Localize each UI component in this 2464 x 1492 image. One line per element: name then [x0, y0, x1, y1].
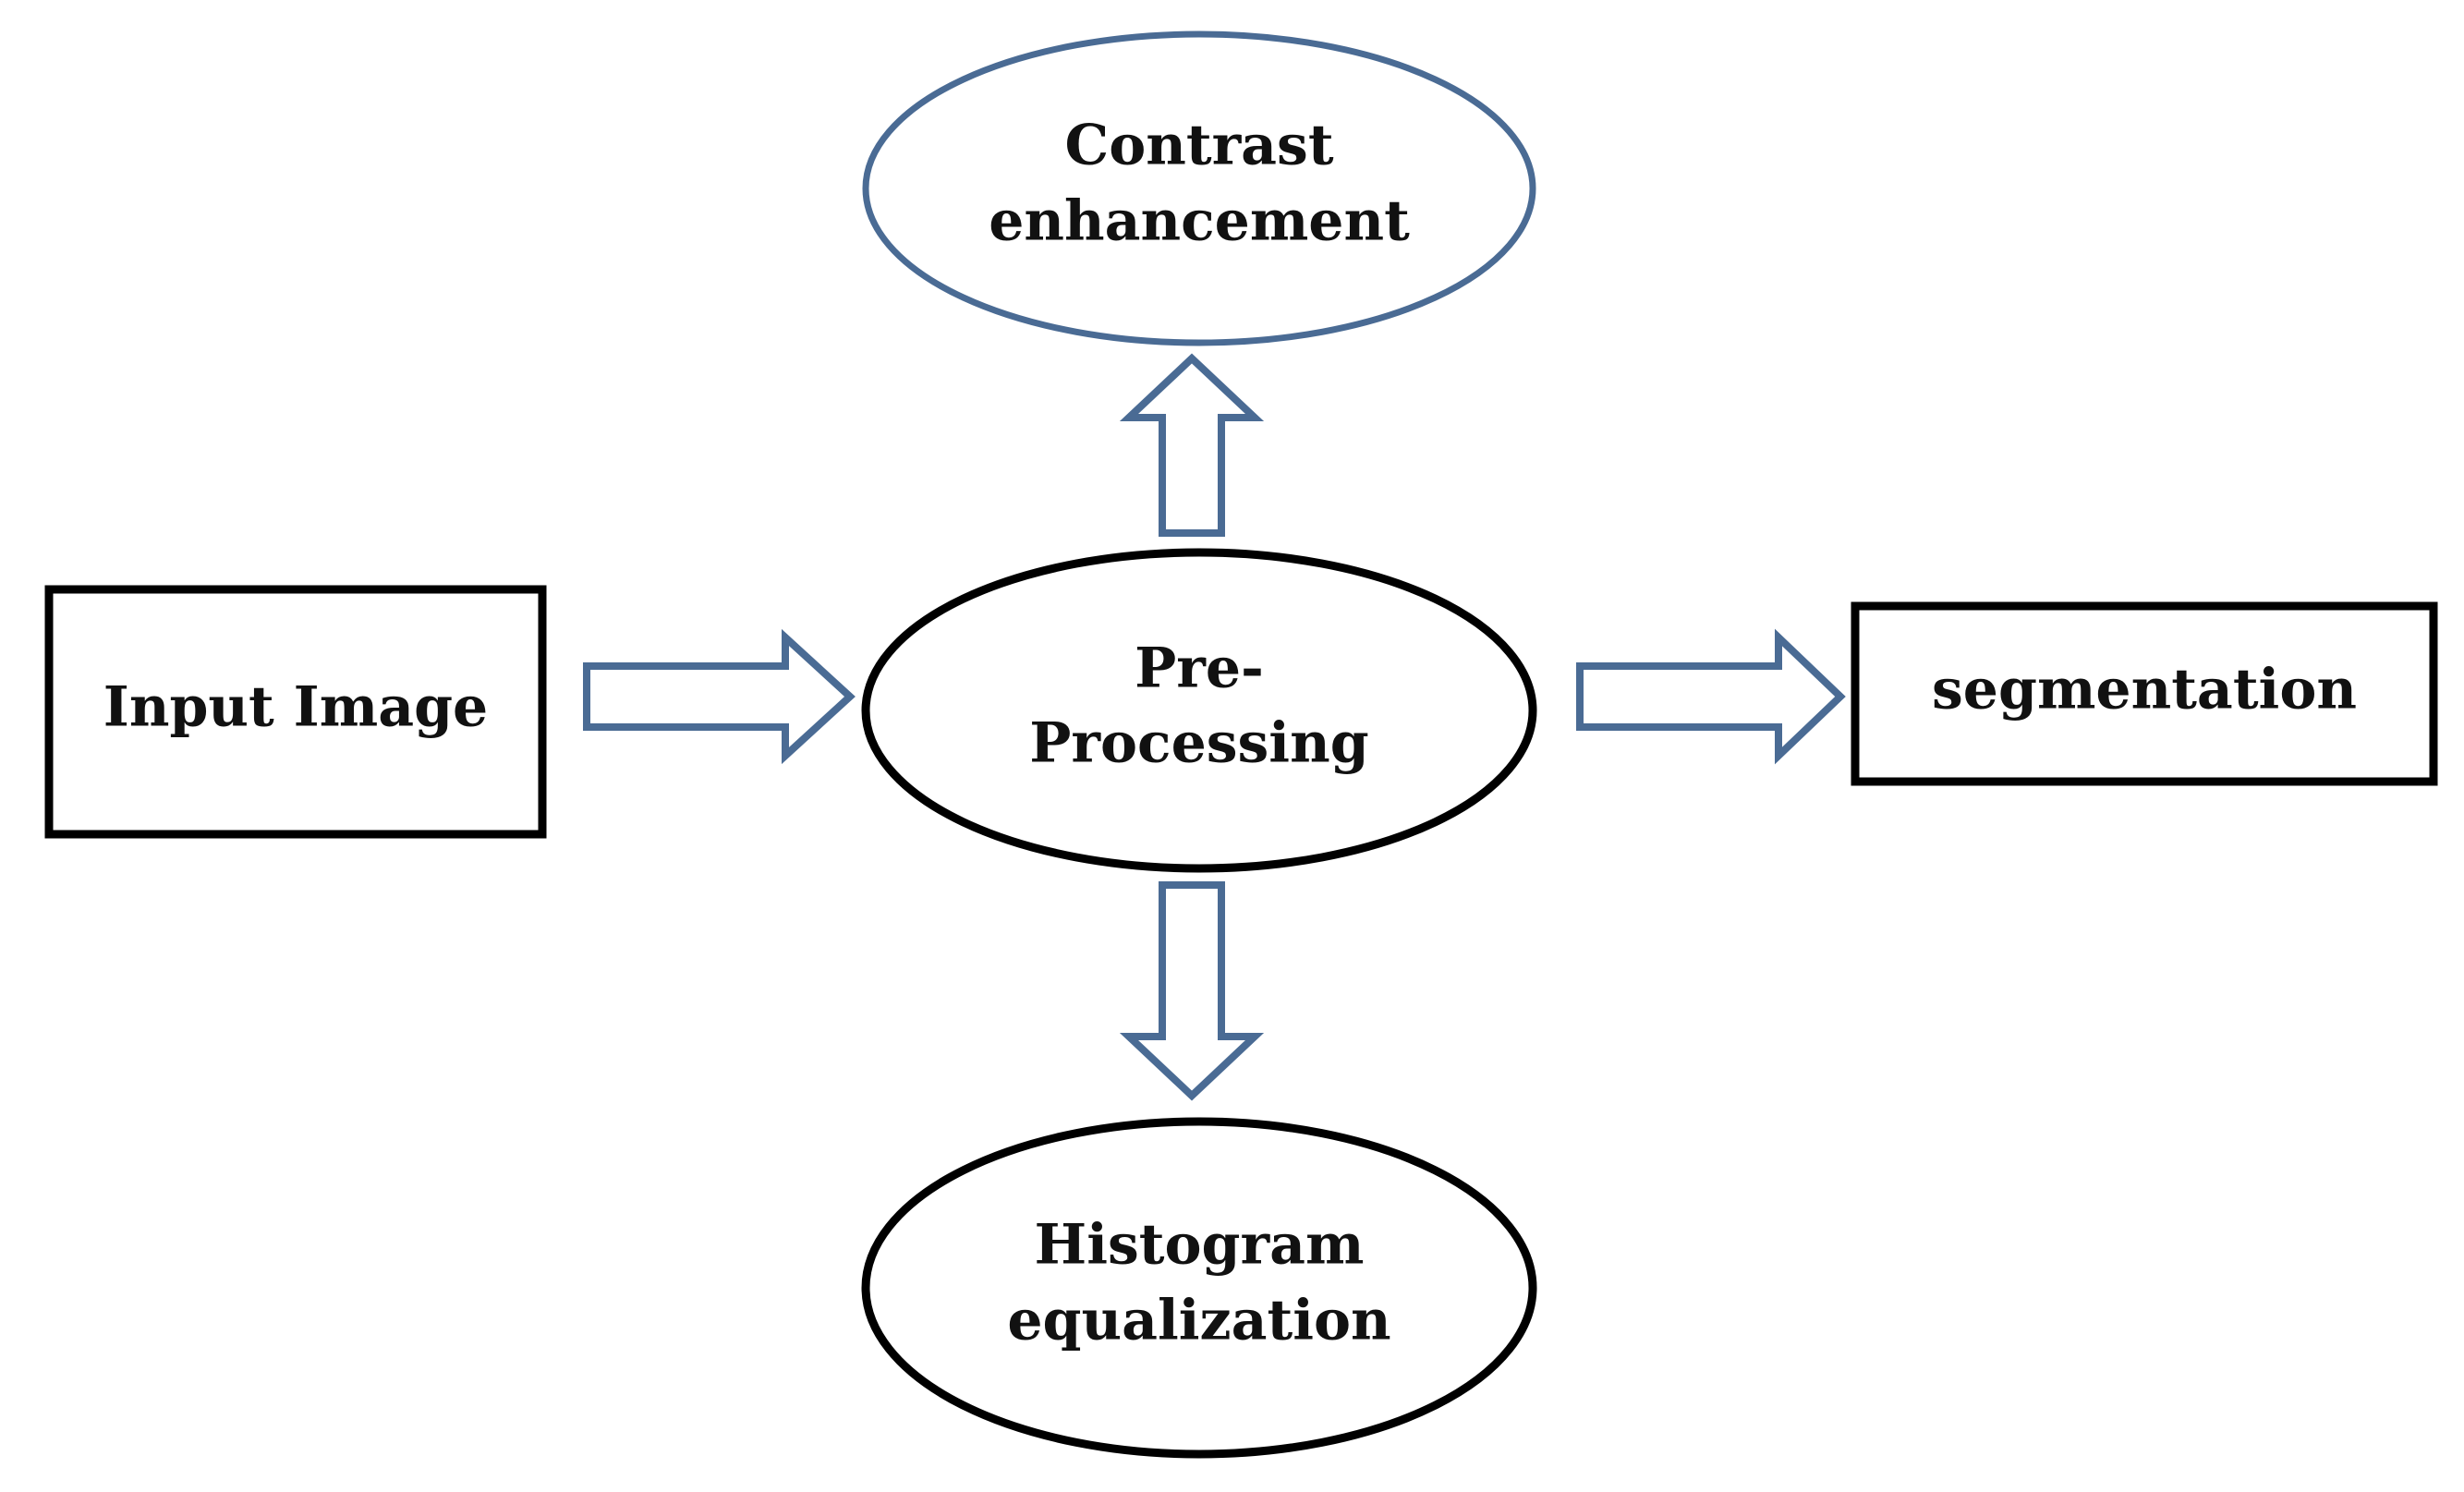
hollow-arrow-right-icon — [1576, 628, 1846, 765]
node-input-image: Input Image — [44, 585, 547, 839]
histogram-equalization-label-line1: Histogram — [1035, 1213, 1365, 1278]
segmentation-box — [1851, 601, 2438, 786]
node-histogram-equalization: Histogram equalization — [861, 1117, 1537, 1459]
segmentation-label: segmentation — [1932, 658, 2357, 722]
node-pre-processing: Pre- Processing — [861, 548, 1537, 873]
pre-processing-label-line2: Processing — [1029, 711, 1368, 776]
histogram-equalization-ellipse — [861, 1117, 1537, 1459]
node-segmentation: segmentation — [1851, 601, 2438, 786]
contrast-enhancement-label-line1: Contrast — [1064, 114, 1333, 178]
pre-processing-label-line1: Pre- — [1135, 637, 1264, 701]
contrast-enhancement-label-line2: enhancement — [989, 189, 1410, 254]
histogram-equalization-label-line2: equalization — [1007, 1289, 1390, 1353]
pre-processing-ellipse — [861, 548, 1537, 873]
hollow-arrow-down-icon — [1119, 881, 1265, 1101]
input-image-box — [44, 585, 547, 839]
input-image-label: Input Image — [103, 675, 488, 740]
hollow-arrow-up-icon — [1119, 353, 1265, 537]
contrast-enhancement-ellipse — [862, 30, 1536, 346]
node-contrast-enhancement: Contrast enhancement — [862, 30, 1536, 346]
hollow-arrow-right-icon — [583, 628, 856, 765]
